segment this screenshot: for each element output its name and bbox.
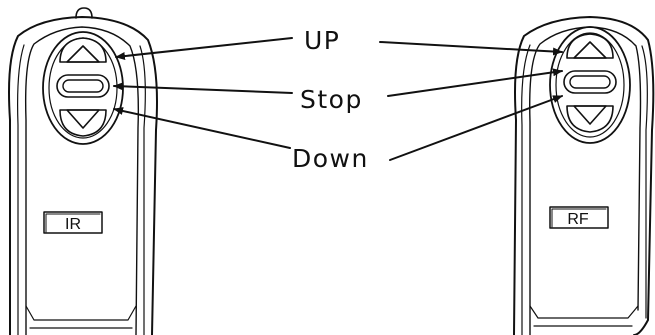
rf-label-box-shadow xyxy=(551,208,607,228)
rf-remote-outer-body xyxy=(513,16,655,335)
ir-remote-inner-body xyxy=(25,26,140,335)
arrow-up-to-ir xyxy=(115,37,293,61)
ir-up-button[interactable] xyxy=(59,37,107,63)
up-label: UP xyxy=(304,26,340,55)
arrow-up-to-rf xyxy=(379,41,563,56)
ir-down-button[interactable] xyxy=(59,109,107,137)
ir-label-text: IR xyxy=(65,216,81,233)
ir-remote-left-rail xyxy=(17,44,25,335)
arrow-down-to-ir xyxy=(113,107,291,149)
rf-remote-bottom-line-1 xyxy=(529,305,639,319)
arrow-stop-to-rf xyxy=(387,68,563,97)
ir-button-pad-inner xyxy=(48,37,118,139)
rf-stop-bar-icon xyxy=(569,75,611,89)
rf-button-pad-inner xyxy=(555,32,625,138)
ir-stop-button[interactable] xyxy=(56,74,110,98)
rf-up-triangle-icon xyxy=(573,41,607,59)
stop-label: Stop xyxy=(300,85,363,114)
ir-label-box xyxy=(43,211,103,234)
rf-down-triangle-icon xyxy=(573,105,607,125)
rf-down-button[interactable] xyxy=(566,105,614,133)
ir-up-triangle-icon xyxy=(66,45,100,63)
ir-stop-bar-icon xyxy=(62,79,104,93)
rf-stop-button[interactable] xyxy=(563,70,617,94)
arrow-down-to-rf xyxy=(389,95,563,161)
rf-button-pad-outer xyxy=(549,26,631,144)
ir-remote: IR xyxy=(8,7,158,335)
ir-remote-bottom-line-1 xyxy=(25,305,137,321)
ir-down-triangle-icon xyxy=(66,109,100,129)
rf-remote-left-rail xyxy=(521,44,531,335)
rf-remote-right-rail xyxy=(641,45,648,319)
ir-remote-right-rail xyxy=(139,45,146,335)
arrow-stop-to-ir xyxy=(113,82,293,94)
ir-remote-outer-body xyxy=(8,16,158,335)
ir-label-box-shadow xyxy=(45,213,101,233)
ir-remote-top-nub xyxy=(75,7,93,19)
rf-up-button[interactable] xyxy=(566,33,614,59)
down-label: Down xyxy=(292,144,369,173)
rf-remote: RF xyxy=(513,16,655,335)
rf-label-box xyxy=(549,206,609,229)
rf-label-text: RF xyxy=(567,211,589,228)
